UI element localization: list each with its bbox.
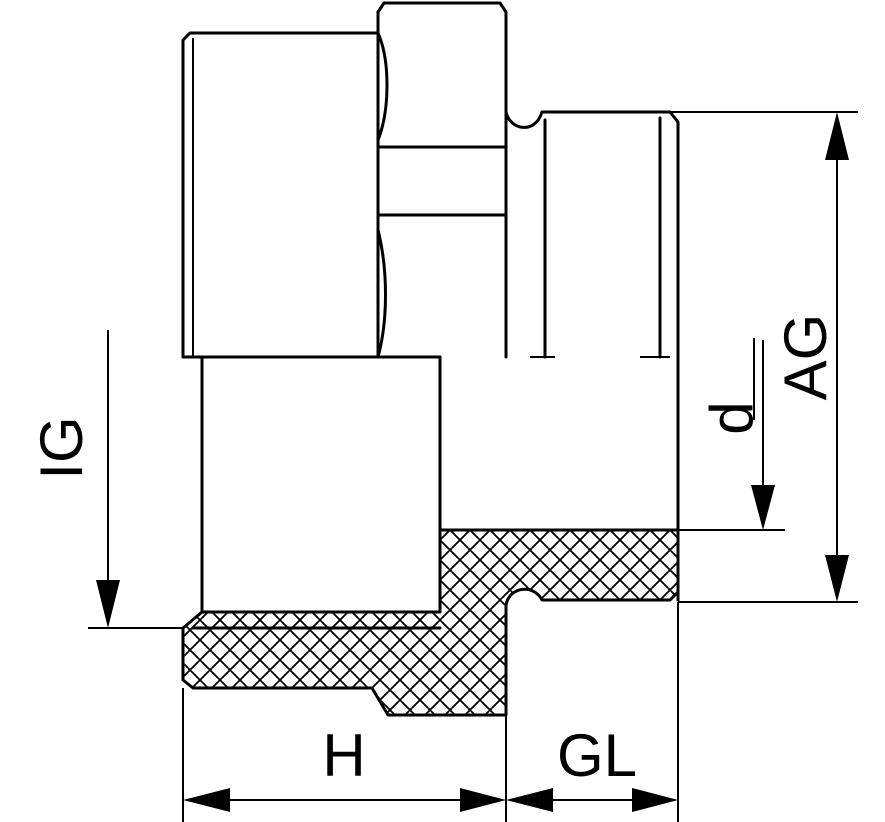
gl-arrowhead-right (632, 788, 678, 812)
ig-dimension: IG (28, 330, 120, 628)
ag-arrowhead-top (825, 112, 849, 160)
h-label: H (322, 722, 365, 789)
d-arrowhead (751, 485, 775, 530)
d-dimension: d (698, 338, 775, 530)
ig-label: IG (28, 416, 95, 479)
h-dimension: H (183, 722, 506, 812)
ig-arrowhead (96, 580, 120, 628)
ag-dimension: AG (772, 112, 849, 602)
threaded-spigot (504, 110, 680, 602)
gl-dimension: GL (506, 722, 678, 812)
ag-arrowhead-bottom (825, 555, 849, 602)
gl-label: GL (557, 722, 637, 789)
ag-label: AG (772, 314, 839, 401)
hatched-section (181, 528, 680, 717)
hex-collar (376, 1, 508, 359)
inner-bore (200, 355, 442, 614)
h-arrowhead-left (183, 788, 230, 812)
h-arrowhead-right (460, 788, 506, 812)
gl-arrowhead-left (506, 788, 553, 812)
left-hub-body (181, 31, 442, 359)
extension-lines (88, 111, 858, 822)
